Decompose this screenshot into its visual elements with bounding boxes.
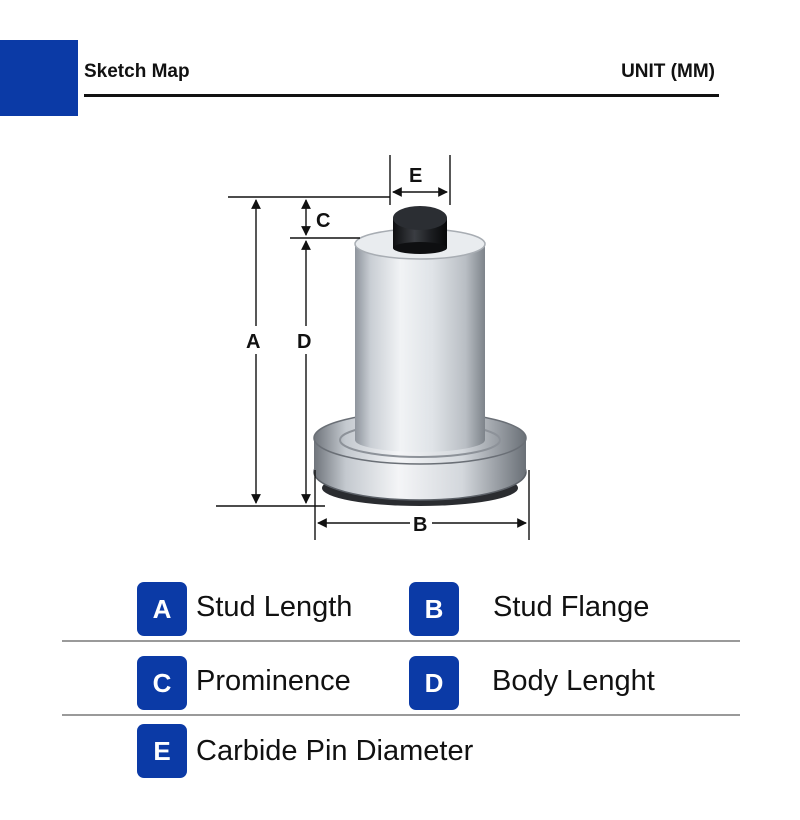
page-title: Sketch Map xyxy=(84,61,190,82)
dimension-b-label: B xyxy=(413,514,427,536)
legend-badge-a: A xyxy=(137,582,187,636)
stud-body-base xyxy=(355,428,485,452)
legend-badge-b: B xyxy=(409,582,459,636)
stud-illustration xyxy=(313,206,527,506)
dimension-c: C xyxy=(301,199,330,236)
extension-lines xyxy=(216,155,530,540)
carbide-pin-base xyxy=(393,242,447,254)
dimension-d: D xyxy=(297,240,311,504)
stud-body xyxy=(355,244,485,440)
stud-sketch: A D C E B xyxy=(216,155,530,540)
legend-badge-d: D xyxy=(409,656,459,710)
legend-label-a: Stud Length xyxy=(196,591,353,623)
dimension-d-label: D xyxy=(297,331,311,353)
carbide-pin-tip xyxy=(393,206,447,230)
legend-divider-1 xyxy=(62,640,740,642)
legend-label-c: Prominence xyxy=(196,665,351,697)
dimension-b: B xyxy=(317,514,527,536)
dimension-e-label: E xyxy=(409,165,422,187)
dimension-e: E xyxy=(392,165,448,197)
unit-label: UNIT (MM) xyxy=(621,61,715,82)
legend-label-d: Body Lenght xyxy=(492,665,655,697)
dimension-a: A xyxy=(246,199,261,504)
legend-badge-e: E xyxy=(137,724,187,778)
dimension-c-label: C xyxy=(316,210,330,232)
legend-badge-c: C xyxy=(137,656,187,710)
dimension-a-label: A xyxy=(246,331,260,353)
header-divider xyxy=(84,94,719,97)
accent-block xyxy=(0,40,78,116)
legend-label-e: Carbide Pin Diameter xyxy=(196,735,474,767)
legend-divider-2 xyxy=(62,714,740,716)
legend-label-b: Stud Flange xyxy=(493,591,650,623)
